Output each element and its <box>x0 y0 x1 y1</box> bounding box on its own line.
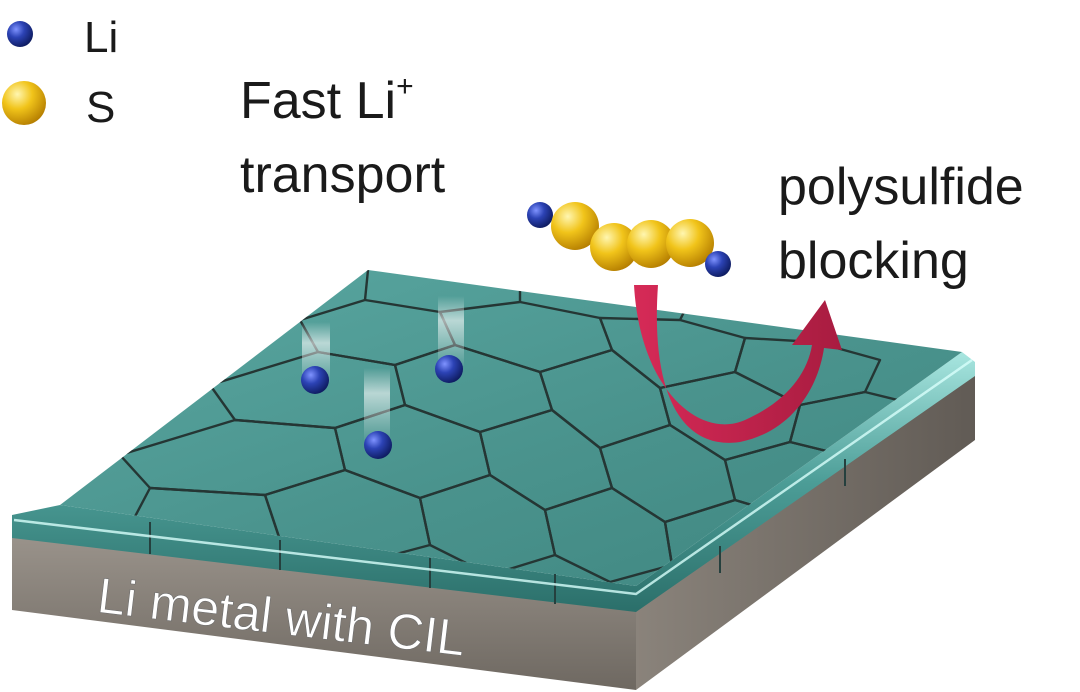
cil-rim <box>12 352 975 612</box>
blocking-annotation: polysulfide blocking <box>778 158 1024 290</box>
sulfur-atom <box>666 219 714 267</box>
blocking-arrow <box>634 285 842 443</box>
rim-highlight <box>13 358 973 596</box>
li-ion-atom <box>301 366 329 394</box>
transport-annotation: Fast Li+ transport <box>240 70 446 204</box>
legend-li-label: Li <box>84 13 118 62</box>
transport-line-2: transport <box>240 146 446 204</box>
li-ion-atom <box>435 355 463 383</box>
legend-s-label: S <box>86 83 115 132</box>
blocking-arrow-icon <box>634 285 842 443</box>
sulfur-atom <box>627 220 675 268</box>
transport-line-1: Fast Li+ <box>240 70 414 130</box>
li-transport-group <box>301 296 464 459</box>
li-terminal-atom <box>527 202 553 228</box>
sulfur-atom <box>590 223 638 271</box>
blocking-line-1: polysulfide <box>778 158 1024 216</box>
sulfur-atom <box>551 202 599 250</box>
rim-grain-lines <box>149 459 846 604</box>
metal-front-face <box>12 528 636 690</box>
li-terminal-atom <box>705 251 731 277</box>
metal-side-face <box>636 366 975 690</box>
blocking-line-2: blocking <box>778 232 969 290</box>
transport-line-1-sup: + <box>396 70 414 103</box>
transport-beam-2 <box>438 296 464 366</box>
li-ion-atom <box>364 431 392 459</box>
transport-line-1-main: Fast Li <box>240 72 396 130</box>
sulfur-atom-icon <box>2 81 46 125</box>
cil-top-surface <box>60 270 962 586</box>
transport-beam-3 <box>364 368 390 440</box>
li-atom-icon <box>7 21 33 47</box>
legend: Li S <box>2 13 118 132</box>
polysulfide-molecule <box>527 202 731 277</box>
